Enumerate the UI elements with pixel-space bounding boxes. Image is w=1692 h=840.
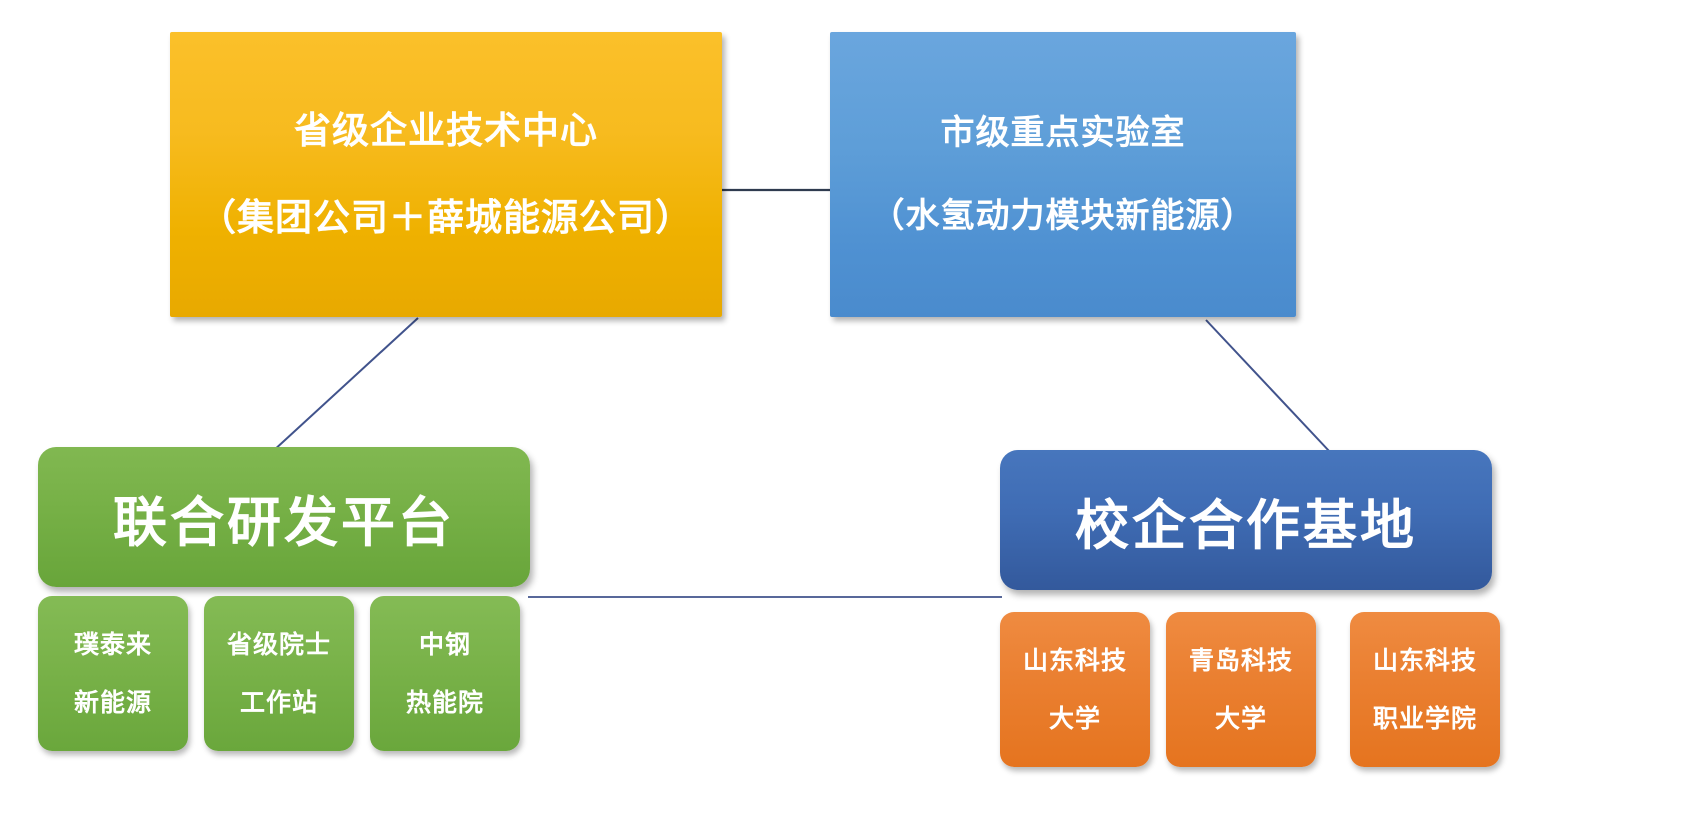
- node-school-enterprise-cooperation-base[interactable]: 校企合作基地: [1000, 450, 1492, 590]
- chip-shandong-university-of-science-and-technology[interactable]: 山东科技 大学: [1000, 612, 1150, 767]
- node-title: 校企合作基地: [1075, 495, 1417, 556]
- chip-zhonggang-thermal-energy-institute[interactable]: 中钢 热能院: [370, 596, 520, 751]
- node-title-line1: 省级企业技术中心: [294, 110, 598, 152]
- chip-label-line1: 省级院士: [226, 630, 331, 659]
- connector-lab-to-base: [1205, 319, 1331, 453]
- node-title-line2: （集团公司＋薛城能源公司）: [199, 196, 693, 238]
- chip-label-line1: 璞泰来: [73, 630, 152, 659]
- node-title-line1: 市级重点实验室: [940, 114, 1186, 152]
- chip-putailai-new-energy[interactable]: 璞泰来 新能源: [38, 596, 188, 751]
- chip-shandong-vocational-college-of-science-and-technology[interactable]: 山东科技 职业学院: [1350, 612, 1500, 767]
- chip-label-line1: 青岛科技: [1188, 646, 1293, 675]
- chip-label-line2: 大学: [1048, 704, 1101, 733]
- chip-provincial-academician-workstation[interactable]: 省级院士 工作站: [204, 596, 354, 751]
- chip-label-line2: 职业学院: [1372, 704, 1477, 733]
- node-joint-rd-platform[interactable]: 联合研发平台: [38, 447, 530, 587]
- node-title-line2: （水氢动力模块新能源）: [870, 196, 1256, 235]
- chip-qingdao-university-of-science-and-technology[interactable]: 青岛科技 大学: [1166, 612, 1316, 767]
- chip-label-line2: 工作站: [239, 688, 318, 717]
- chip-label-line2: 新能源: [73, 688, 152, 717]
- chip-label-line1: 山东科技: [1022, 646, 1127, 675]
- node-title: 联合研发平台: [113, 492, 455, 553]
- chip-label-line1: 山东科技: [1372, 646, 1477, 675]
- chip-label-line2: 大学: [1214, 704, 1267, 733]
- node-provincial-enterprise-tech-center[interactable]: 省级企业技术中心 （集团公司＋薛城能源公司）: [170, 32, 722, 317]
- chip-label-line2: 热能院: [405, 688, 484, 717]
- connector-tech-center-to-platform: [271, 317, 419, 453]
- chip-label-line1: 中钢: [418, 630, 471, 659]
- node-municipal-key-laboratory[interactable]: 市级重点实验室 （水氢动力模块新能源）: [830, 32, 1296, 317]
